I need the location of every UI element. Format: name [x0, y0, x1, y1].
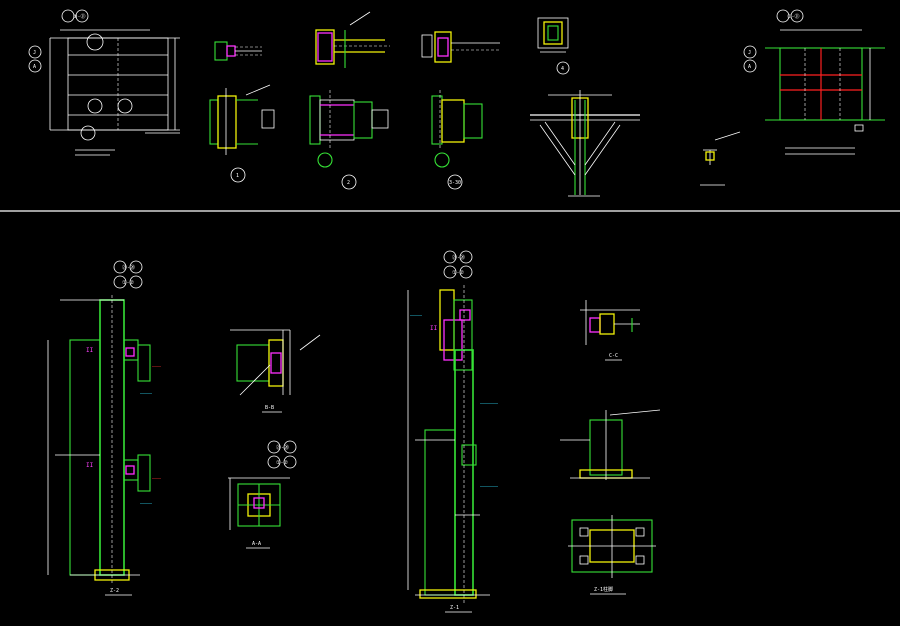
svg-text:————: ———— [140, 391, 153, 397]
column-base-label: Z-1柱脚 [594, 586, 613, 593]
grid-range-label-2: ①-㉑ [787, 13, 800, 20]
plan-view-right: ①-㉑ J A [743, 9, 885, 155]
svg-text:II: II [430, 325, 438, 332]
node-detail-3-30: 3-30 [421, 31, 500, 190]
svg-text:II: II [86, 347, 94, 354]
aa-grid-range-label-2: ①-② [276, 460, 288, 466]
column-base-detail: Z-1柱脚 [560, 409, 661, 595]
node-2-label: 2 [347, 180, 350, 186]
section-c-c: C-C [580, 300, 640, 361]
small-section-detail [700, 131, 741, 186]
z2-grid-range-label-2: ①-② [122, 280, 134, 286]
node-detail-2: 2 [309, 11, 390, 190]
z1-grid-range-label-2: ①-② [452, 270, 464, 276]
section-a-a: ㉑-⑳ ①-② A-A [228, 440, 297, 549]
svg-text:——————: —————— [480, 484, 499, 490]
section-aa-label: A-A [252, 541, 261, 547]
axis-j-label-1: J [33, 50, 36, 56]
svg-text:————: ———— [140, 501, 153, 507]
svg-text:————: ———— [410, 313, 423, 319]
plan-view-left: ①-㉑ J A [28, 9, 180, 156]
section-bb-label: B-B [265, 405, 274, 411]
axis-a-label-2: A [748, 64, 751, 70]
svg-text:II: II [86, 462, 94, 469]
section-cc-label: C-C [609, 353, 618, 359]
z2-grid-range-label: ㉑-⑳ [122, 264, 135, 271]
column-z2-elevation: ㉑-⑳ ①-② II II ——— ——— ———— ———— Z-2 [47, 260, 162, 596]
section-b-b: B-B [230, 329, 321, 413]
z1-grid-range-label: ㉑-⑳ [452, 254, 465, 261]
truss-connection-detail [530, 90, 640, 197]
node-4-label: 4 [561, 66, 564, 72]
svg-text:———: ——— [152, 476, 162, 482]
svg-text:——————: —————— [480, 401, 499, 407]
svg-text:———: ——— [152, 364, 162, 370]
aa-grid-range-label: ㉑-⑳ [276, 444, 289, 451]
node-1-label: 1 [236, 173, 239, 179]
node-detail-4: 4 [537, 17, 570, 75]
column-z1-elevation: ㉑-⑳ ①-② —————— —————— ———— II Z-1 [407, 250, 499, 613]
node-detail-1: 1 [209, 41, 275, 183]
node-3-30-label: 3-30 [449, 180, 461, 186]
axis-j-label-2: J [748, 50, 751, 56]
grid-range-label-1: ①-㉑ [73, 13, 86, 20]
column-z1-label: Z-1 [450, 605, 459, 611]
column-z2-label: Z-2 [110, 588, 119, 594]
axis-a-label-1: A [33, 64, 36, 70]
